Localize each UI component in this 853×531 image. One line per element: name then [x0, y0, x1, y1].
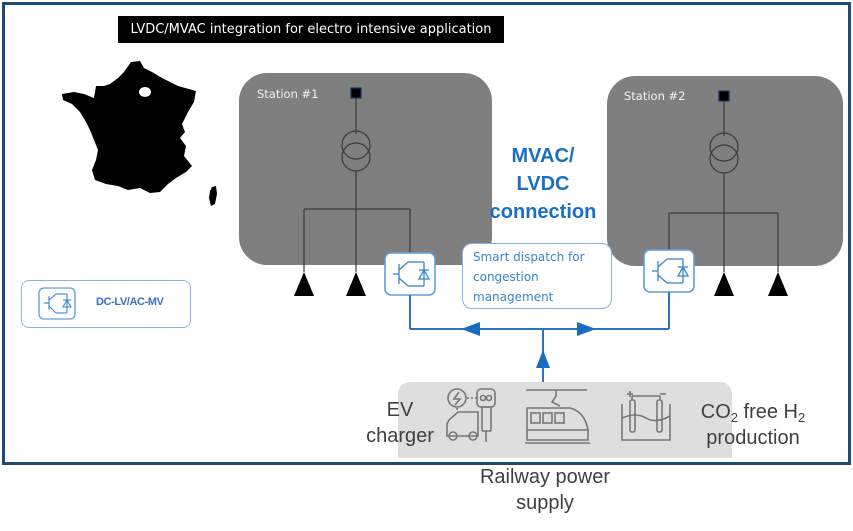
h2-production-label-line-1: CO2 free H2: [700, 401, 806, 425]
igbt-converter-icon: [38, 287, 76, 320]
diagram-frame: [2, 2, 851, 465]
arrow-up: [536, 350, 550, 368]
train-icon: [525, 389, 590, 444]
station-1-label: Station #1: [257, 87, 319, 101]
arrow-right: [577, 322, 596, 336]
station-2: [607, 76, 843, 266]
station-2-load-triangle-2: [768, 272, 788, 296]
station-2-schematic: [668, 90, 779, 272]
ev-charger-icon: [446, 388, 496, 442]
ev-charger-label: EV charger: [360, 398, 440, 448]
connection-label-line-2: LVDC: [516, 173, 570, 195]
dispatch-line-3: management: [473, 290, 554, 304]
legend: DC-LV/AC-MV: [21, 280, 191, 328]
dispatch-line-1: Smart dispatch for: [473, 250, 585, 264]
station-2-label: Station #2: [624, 89, 686, 103]
station-2-transformer-icon: [709, 132, 739, 162]
electrolyzer-icon: [621, 391, 671, 441]
arrow-left: [461, 322, 480, 336]
railway-label: Railway power supply: [470, 465, 620, 515]
railway-label-line-1: Railway power: [479, 466, 611, 488]
station-1-schematic: [303, 87, 411, 272]
connection-label: MVAC/ LVDC connection: [468, 142, 618, 226]
smart-dispatch-box: Smart dispatch for congestion management: [462, 243, 612, 309]
connection-label-line-3: connection: [489, 201, 597, 223]
legend-label: DC-LV/AC-MV: [96, 296, 164, 308]
loads-panel: [398, 382, 732, 458]
connection-label-line-1: MVAC/: [511, 145, 575, 167]
railway-label-line-2: supply: [516, 492, 574, 514]
station-1-transformer-icon: [341, 130, 371, 160]
station-1: [239, 73, 492, 265]
station-2-load-triangle-1: [714, 272, 734, 296]
h2-production-label-line-2: production: [706, 427, 800, 449]
station-1-load-triangle-2: [346, 272, 366, 296]
station-1-load-triangle-1: [294, 272, 314, 296]
ev-charger-label-line-1: EV: [386, 399, 414, 421]
diagram-title: LVDC/MVAC integration for electro intens…: [118, 16, 504, 43]
h2-production-label: CO2 free H2 production: [688, 400, 818, 450]
dispatch-line-2: congestion: [473, 270, 539, 284]
ev-charger-label-line-2: charger: [366, 425, 434, 447]
